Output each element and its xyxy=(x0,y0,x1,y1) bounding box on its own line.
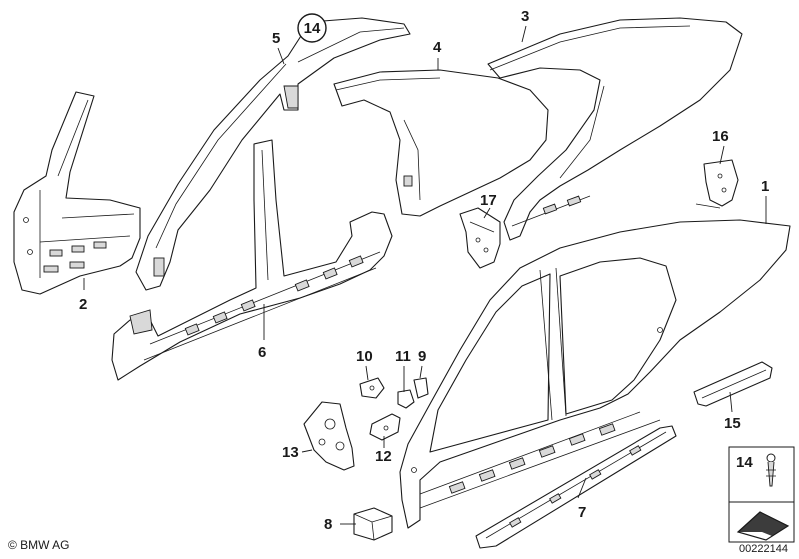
label-10: 10 xyxy=(356,348,373,365)
label-6: 6 xyxy=(258,344,266,361)
label-14-circle xyxy=(297,13,327,43)
part-10-bracket[interactable] xyxy=(359,377,385,399)
label-11: 11 xyxy=(395,348,411,365)
part-15-trim-strip[interactable] xyxy=(693,361,773,407)
label-1: 1 xyxy=(761,178,769,195)
legend-box-number: 14 xyxy=(736,454,753,471)
part-13-reinforcement[interactable] xyxy=(303,401,355,471)
part-5-side-frame-arch[interactable] xyxy=(135,17,411,291)
part-2-front-pillar[interactable] xyxy=(13,91,141,295)
leader-lines xyxy=(83,25,767,525)
part-11-bracket[interactable] xyxy=(397,389,415,409)
label-5: 5 xyxy=(272,30,280,47)
part-7-sill-reinforcement[interactable] xyxy=(475,425,677,549)
diagram-id: 00222144 xyxy=(739,543,788,555)
label-4: 4 xyxy=(433,39,442,56)
label-8: 8 xyxy=(324,516,332,533)
part-17-bracket[interactable] xyxy=(459,207,501,269)
copyright-text: © BMW AG xyxy=(8,538,70,552)
label-2: 2 xyxy=(79,296,87,313)
label-12: 12 xyxy=(375,448,392,465)
label-3: 3 xyxy=(521,8,529,25)
part-labels: 1 2 3 4 5 6 7 8 9 10 11 12 13 15 16 17 1… xyxy=(79,8,769,533)
label-13: 13 xyxy=(282,444,299,461)
part-16-bracket[interactable] xyxy=(695,159,739,209)
direction-arrow-icon xyxy=(736,511,790,541)
part-4-rear-wheel-arch[interactable] xyxy=(333,69,549,217)
label-17: 17 xyxy=(480,192,497,209)
part-8-block[interactable] xyxy=(353,507,393,541)
label-14-circled: 14 xyxy=(304,20,321,37)
part-9-bracket[interactable] xyxy=(413,377,429,399)
part-1-complete-side-frame[interactable] xyxy=(399,219,791,529)
label-16: 16 xyxy=(712,128,729,145)
part-6-inner-side-panel[interactable] xyxy=(111,139,393,381)
label-7: 7 xyxy=(578,504,586,521)
part-14-legend-box[interactable]: 14 xyxy=(728,446,795,543)
clip-icon xyxy=(766,453,776,487)
label-15: 15 xyxy=(724,415,741,432)
label-9: 9 xyxy=(418,348,426,365)
part-12-bracket[interactable] xyxy=(369,413,401,441)
part-3-rear-quarter[interactable] xyxy=(487,17,743,241)
